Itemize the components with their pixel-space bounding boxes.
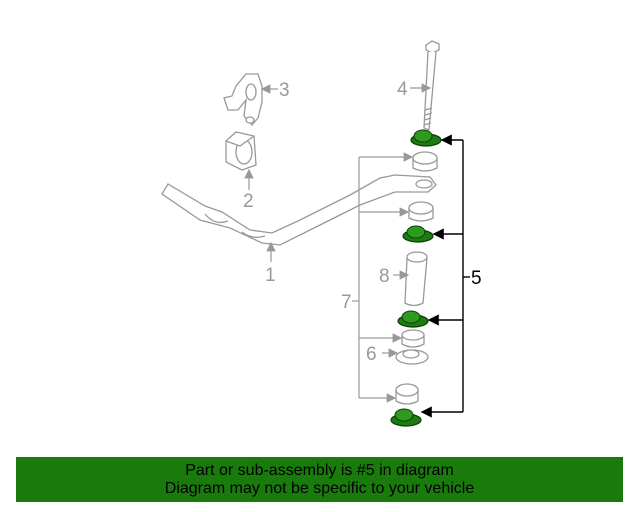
callout-8[interactable]: 8: [379, 266, 390, 287]
info-banner: Part or sub-assembly is #5 in diagram Di…: [16, 457, 623, 502]
retainer-upper: [410, 129, 442, 147]
stabilizer-bar: [161, 174, 437, 246]
bolt: [423, 40, 440, 131]
bushing: [225, 131, 257, 171]
banner-line-2: Diagram may not be specific to your vehi…: [164, 479, 475, 497]
callout-3[interactable]: 3: [279, 80, 290, 101]
callout-2[interactable]: 2: [243, 191, 254, 212]
bushing-low: [401, 329, 425, 348]
highlight-leader-lines: [420, 134, 470, 418]
callout-1[interactable]: 1: [265, 265, 276, 286]
callout-4[interactable]: 4: [397, 79, 408, 100]
bracket: [223, 73, 263, 126]
callout-6[interactable]: 6: [366, 344, 377, 365]
retainer-lower: [397, 310, 429, 328]
washer: [395, 349, 429, 365]
retainer-middle: [402, 225, 434, 243]
spacer-tube: [404, 251, 428, 307]
leader-lines: [244, 83, 432, 403]
bushing-upper: [412, 151, 438, 172]
banner-line-1: Part or sub-assembly is #5 in diagram: [185, 461, 454, 479]
callout-7[interactable]: 7: [341, 292, 352, 313]
retainer-bottom: [390, 408, 422, 427]
callout-5[interactable]: 5: [471, 268, 482, 289]
parts-diagram: 1 2 3 4 5 6 7 8: [161, 40, 482, 427]
bushing-mid: [408, 201, 434, 222]
bushing-bottom: [395, 383, 419, 405]
